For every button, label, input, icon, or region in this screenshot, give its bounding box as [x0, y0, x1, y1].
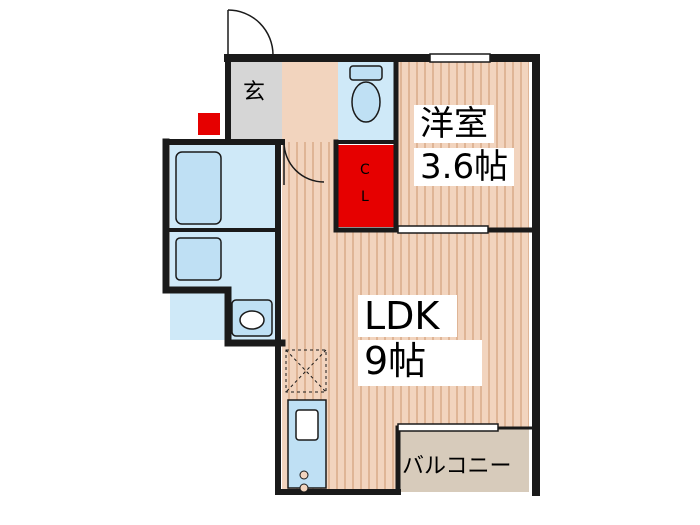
washing-machine-icon: [175, 237, 222, 281]
door-swing-icon: [227, 9, 325, 185]
western-room-size: 3.6帖: [414, 148, 515, 186]
ldk-name: LDK: [358, 295, 458, 337]
stove-icon: [299, 470, 309, 493]
balcony-floor: [398, 428, 529, 492]
shoe-storage-block: [198, 113, 220, 135]
window-icon: [397, 53, 499, 432]
refrigerator-space-icon: [285, 349, 327, 393]
toilet-icon: [349, 65, 383, 123]
bathtub-icon: [175, 151, 222, 225]
hallway-floor: [282, 140, 335, 235]
closet-block: [338, 145, 395, 227]
western-room-floor: [398, 62, 529, 228]
genkan-floor: [228, 62, 282, 140]
balcony-label: バルコニー: [402, 454, 512, 479]
walls: [162, 54, 540, 496]
closet-label-bottom: L: [361, 189, 369, 205]
washbasin-icon: [231, 299, 273, 337]
closet-label-top: C: [360, 162, 370, 178]
ldk-size: 9帖: [358, 340, 483, 386]
western-room-name: 洋室: [414, 105, 494, 143]
entry-hall-floor: [282, 62, 340, 142]
genkan-label: 玄: [243, 80, 266, 105]
